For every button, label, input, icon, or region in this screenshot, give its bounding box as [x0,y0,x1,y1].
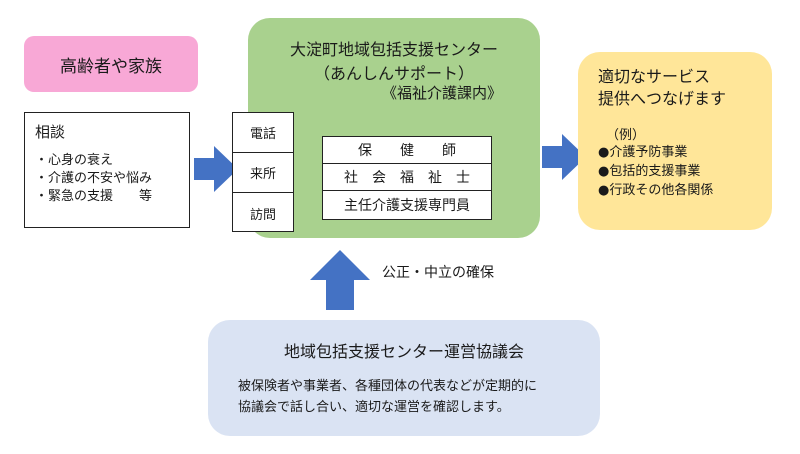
council-description-line: 被保険者や事業者、各種団体の代表などが定期的に [238,379,538,394]
services-example-label: （例） [606,128,646,143]
consultation-item: ・心身の衰え [35,153,114,168]
operations-council-box: 地域包括支援センター運営協議会 被保険者や事業者、各種団体の代表などが定期的に … [208,320,600,436]
fairness-label: 公正・中立の確保 [382,265,494,281]
services-heading: 提供へつなげます [598,89,727,108]
support-center-department: 《福祉介護課内》 [381,84,502,102]
services-heading: 適切なサービス [598,67,711,86]
support-center-title: 大淀町地域包括支援センター [289,40,498,59]
contact-method-phone: 電話 [233,113,293,153]
contact-method-home-visit: 訪問 [249,207,276,223]
consultation-box: 相談 ・心身の衰え ・介護の不安や悩み ・緊急の支援 等 [24,112,190,228]
support-center-nickname: （あんしんサポート） [313,64,474,83]
staff-table: 保 健 師 社 会 福 祉 士 主任介護支援専門員 [322,136,492,220]
staff-social-worker: 社 会 福 祉 士 [323,164,491,191]
council-title: 地域包括支援センター運営協議会 [283,342,524,361]
contact-methods: 電話 来所 訪問 [232,112,294,232]
council-description: 被保険者や事業者、各種団体の代表などが定期的に 協議会で話し合い、適切な運営を確… [238,376,588,418]
services-item: ●行政その他各関係 [598,183,714,198]
staff-public-health-nurse: 保 健 師 [323,137,491,164]
elderly-family-box: 高齢者や家族 [24,36,198,92]
consultation-item: ・介護の不安や悩み [35,171,153,186]
contact-method-visit-center: 来所 [233,153,293,193]
services-box: 適切なサービス 提供へつなげます （例） ●介護予防事業 ●包括的支援事業 ●行… [578,52,772,230]
council-description-line: 協議会で話し合い、適切な運営を確認します。 [238,400,510,415]
consultation-item: ・緊急の支援 等 [35,189,153,204]
staff-care-manager: 主任介護支援専門員 [344,197,470,214]
consultation-title: 相談 [35,123,66,141]
elderly-family-label: 高齢者や家族 [60,56,162,77]
services-item: ●包括的支援事業 [598,164,701,179]
services-item: ●介護予防事業 [598,145,688,160]
arrow-up-icon [310,250,370,310]
